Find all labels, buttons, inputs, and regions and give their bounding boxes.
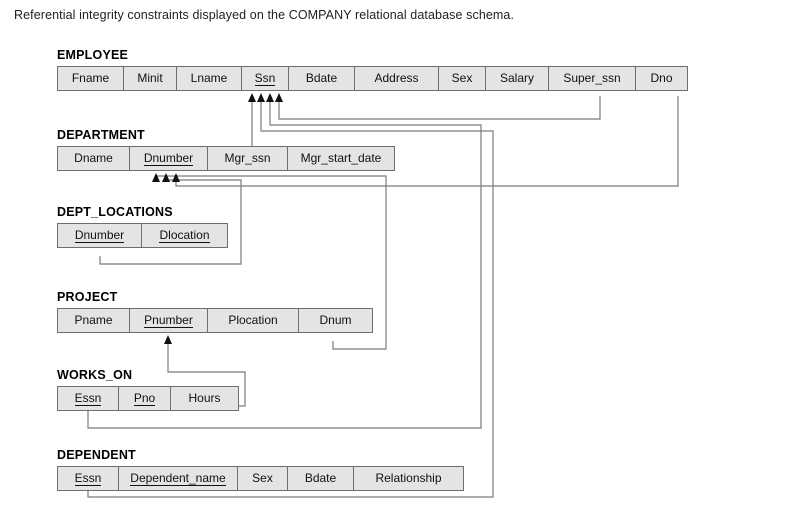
attribute-essn: Essn bbox=[58, 467, 119, 490]
attribute-dnumber: Dnumber bbox=[58, 224, 142, 247]
attribute-sex: Sex bbox=[439, 67, 486, 90]
attribute-row: Dname Dnumber Mgr_ssn Mgr_start_date bbox=[57, 146, 395, 171]
attribute-label: Hours bbox=[188, 391, 221, 405]
attribute-label: Super_ssn bbox=[563, 71, 621, 85]
table-name-project: PROJECT bbox=[57, 290, 118, 304]
table-name-department: DEPARTMENT bbox=[57, 128, 145, 142]
attribute-lname: Lname bbox=[177, 67, 242, 90]
attribute-mgr_ssn: Mgr_ssn bbox=[208, 147, 288, 170]
arrow-into-project-pnumber-1 bbox=[163, 335, 172, 344]
attribute-label: Sex bbox=[252, 471, 273, 485]
attribute-label: Ssn bbox=[254, 70, 276, 86]
attribute-label: Pno bbox=[133, 390, 156, 406]
attribute-label: Plocation bbox=[228, 313, 278, 327]
arrow-into-employee-ssn-1 bbox=[247, 93, 256, 102]
attribute-plocation: Plocation bbox=[208, 309, 299, 332]
attribute-row: Essn Dependent_name Sex Bdate Relationship bbox=[57, 466, 464, 491]
attribute-row: Dnumber Dlocation bbox=[57, 223, 228, 248]
attribute-label: Sex bbox=[451, 71, 473, 85]
attribute-label: Dnumber bbox=[143, 150, 194, 166]
attribute-label: Relationship bbox=[375, 471, 442, 485]
table-name-dependent: DEPENDENT bbox=[57, 448, 136, 462]
table-dependent: DEPENDENT Essn Dependent_name Sex Bdate Relat… bbox=[57, 448, 464, 491]
attribute-label: Essn bbox=[74, 470, 102, 486]
attribute-label: Salary bbox=[499, 71, 534, 85]
attribute-row: Pname Pnumber Plocation Dnum bbox=[57, 308, 373, 333]
table-name-dept_locations: DEPT_LOCATIONS bbox=[57, 205, 173, 219]
attribute-label: Dependent_name bbox=[130, 470, 226, 486]
table-name-employee: EMPLOYEE bbox=[57, 48, 129, 62]
table-dept_locations: DEPT_LOCATIONS Dnumber Dlocation bbox=[57, 205, 228, 248]
attribute-dlocation: Dlocation bbox=[142, 224, 227, 247]
attribute-label: Mgr_ssn bbox=[224, 151, 271, 165]
table-project: PROJECT Pname Pnumber Plocation Dnum bbox=[57, 290, 373, 333]
attribute-mgr_start_date: Mgr_start_date bbox=[288, 147, 394, 170]
attribute-minit: Minit bbox=[124, 67, 177, 90]
attribute-label: Essn bbox=[74, 390, 102, 406]
attribute-label: Dnum bbox=[319, 313, 352, 327]
attribute-label: Dnumber bbox=[74, 227, 125, 243]
attribute-dname: Dname bbox=[58, 147, 130, 170]
attribute-label: Fname bbox=[71, 71, 110, 85]
attribute-relationship: Relationship bbox=[354, 467, 463, 490]
attribute-hours: Hours bbox=[171, 387, 238, 410]
attribute-label: Address bbox=[374, 71, 419, 85]
attribute-label: Dlocation bbox=[159, 227, 210, 243]
arrow-into-employee-ssn-2 bbox=[256, 93, 265, 102]
attribute-dnumber: Dnumber bbox=[130, 147, 208, 170]
attribute-label: Minit bbox=[137, 71, 163, 85]
arrow-into-employee-ssn-4 bbox=[274, 93, 283, 102]
attribute-label: Dno bbox=[650, 71, 673, 85]
attribute-salary: Salary bbox=[486, 67, 549, 90]
attribute-address: Address bbox=[355, 67, 439, 90]
attribute-label: Bdate bbox=[305, 71, 338, 85]
path-employee-super-ssn bbox=[278, 96, 601, 120]
arrow-into-department-dnumber-1 bbox=[151, 173, 160, 182]
figure-caption: Referential integrity constraints displa… bbox=[14, 8, 515, 22]
attribute-label: Pnumber bbox=[144, 312, 193, 328]
attribute-label: Bdate bbox=[304, 471, 337, 485]
arrow-into-department-dnumber-2 bbox=[161, 173, 170, 182]
attribute-dno: Dno bbox=[636, 67, 687, 90]
attribute-row: Fname Minit Lname Ssn Bdate Address Sex Salary S… bbox=[57, 66, 688, 91]
attribute-pnumber: Pnumber bbox=[130, 309, 208, 332]
attribute-dependent_name: Dependent_name bbox=[119, 467, 238, 490]
arrow-into-department-dnumber-3 bbox=[171, 173, 180, 182]
table-employee: EMPLOYEE Fname Minit Lname Ssn Bdate Address Se… bbox=[57, 48, 688, 91]
attribute-essn: Essn bbox=[58, 387, 119, 410]
attribute-pno: Pno bbox=[119, 387, 171, 410]
attribute-label: Pname bbox=[74, 313, 113, 327]
attribute-label: Lname bbox=[190, 71, 228, 85]
arrow-into-employee-ssn-3 bbox=[265, 93, 274, 102]
attribute-pname: Pname bbox=[58, 309, 130, 332]
attribute-ssn: Ssn bbox=[242, 67, 289, 90]
attribute-bdate: Bdate bbox=[289, 67, 355, 90]
attribute-bdate: Bdate bbox=[288, 467, 354, 490]
attribute-sex: Sex bbox=[238, 467, 288, 490]
attribute-row: Essn Pno Hours bbox=[57, 386, 239, 411]
table-works_on: WORKS_ON Essn Pno Hours bbox=[57, 368, 239, 411]
attribute-label: Mgr_start_date bbox=[300, 151, 382, 165]
table-name-works_on: WORKS_ON bbox=[57, 368, 133, 382]
attribute-fname: Fname bbox=[58, 67, 124, 90]
table-department: DEPARTMENT Dname Dnumber Mgr_ssn Mgr_start_d… bbox=[57, 128, 395, 171]
attribute-dnum: Dnum bbox=[299, 309, 372, 332]
attribute-label: Dname bbox=[74, 151, 113, 165]
attribute-super_ssn: Super_ssn bbox=[549, 67, 636, 90]
